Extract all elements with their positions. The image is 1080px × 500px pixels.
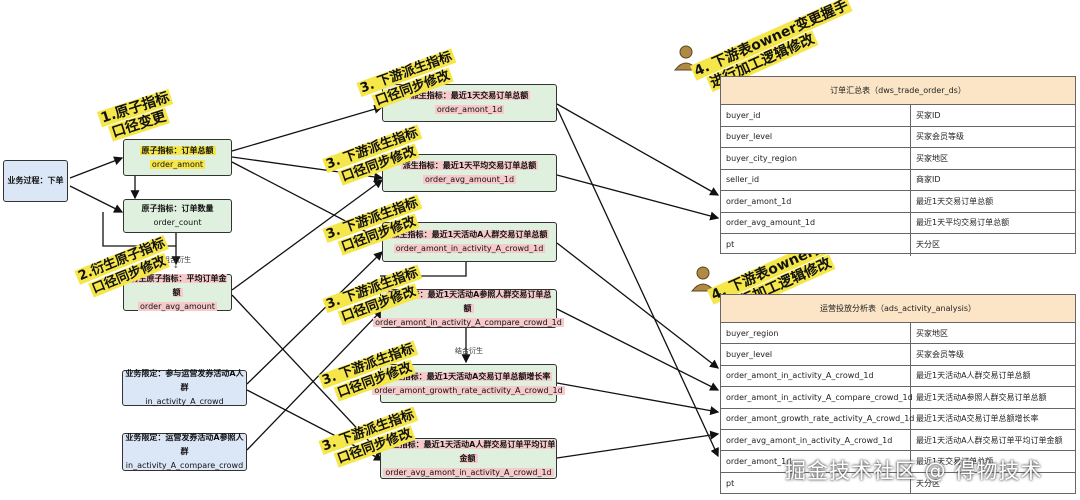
field-name-cell: buyer_region	[721, 323, 911, 344]
table-row: order_amont_in_activity_A_compare_crowd_…	[721, 387, 1075, 409]
field-name-cell: seller_id	[721, 169, 911, 190]
field-desc-cell: 买家会员等级	[916, 132, 964, 142]
node-code: in_activity_A_compare_crowd	[125, 461, 244, 470]
field-name-cell: buyer_id	[721, 105, 911, 126]
node-code: order_amont_growth_rate_activity_A_crowd…	[372, 385, 565, 395]
node-code: order_count	[153, 218, 202, 227]
node-code: order_amont_1d	[434, 105, 505, 114]
table-title: 运营投放分析表（ads_activity_analysis）	[721, 295, 1075, 323]
node-title: 派生指标：最近1天平均交易订单总额	[400, 161, 539, 170]
field-desc-cell: 买家会员等级	[916, 350, 964, 360]
combine-label-2: 结合衍生	[455, 347, 483, 355]
table-row: order_avg_amont_in_activity_A_crowd_1d 最近…	[721, 429, 1075, 452]
combine-arrow-glyph: ↓	[173, 262, 179, 270]
node-title: 派生指标：最近1天交易订单总额	[408, 91, 531, 100]
field-desc-cell: 最近1天交易订单总额	[916, 457, 994, 467]
derived-metric-d3-node: 派生指标：最近1天活动A人群交易订单总额 order_amont_in_acti…	[382, 222, 557, 262]
table-row: buyer_id 买家ID	[721, 105, 1075, 127]
node-title: 派生指标：最近1天活动A人群交易订单总额	[389, 230, 550, 239]
table-title: 订单汇总表（dws_trade_order_ds）	[721, 77, 1075, 105]
field-name-cell: buyer_city_region	[721, 148, 911, 169]
field-name-cell: buyer_level	[721, 344, 911, 365]
field-name-cell: order_amont_in_activity_A_compare_crowd_…	[721, 387, 913, 408]
table-row: order_amont_1d 最近1天交易订单总额	[721, 191, 1075, 213]
field-desc-cell: 买家地区	[916, 153, 948, 163]
atomic-metric-count-node: 原子指标：订单数量 order_count	[123, 199, 232, 233]
node-code: in_activity_A_crowd	[145, 397, 224, 406]
business-limit-compare-node: 业务限定：运营发券活动A参照人群 in_activity_A_compare_c…	[122, 433, 247, 471]
table-row: buyer_region 买家地区	[721, 323, 1075, 345]
field-desc-cell: 最近1天活动A参照人群交易订单总额	[916, 392, 1047, 402]
atomic-metric-amount-node: 原子指标：订单总额 order_amont	[123, 139, 232, 176]
node-title: 业务限定：参与运营发券活动A人群	[125, 369, 244, 392]
field-name-cell: pt	[721, 472, 911, 495]
field-desc-cell: 最近1天平均交易订单总额	[916, 218, 1010, 228]
table-row: seller_id 商家ID	[721, 169, 1075, 191]
node-title: 业务限定：运营发券活动A参照人群	[125, 433, 244, 456]
field-name-cell: order_avg_amount_1d	[721, 212, 911, 233]
table-row: order_amont_growth_rate_activity_A_crowd…	[721, 408, 1075, 430]
table-row: order_avg_amount_1d 最近1天平均交易订单总额	[721, 212, 1075, 234]
field-desc-cell: 最近1天活动A人群交易订单总额	[916, 371, 1031, 381]
business-process-node: 业务过程：下单	[3, 160, 68, 202]
business-limit-a-node: 业务限定：参与运营发券活动A人群 in_activity_A_crowd	[122, 369, 247, 406]
table-row: buyer_level 买家会员等级	[721, 126, 1075, 148]
derived-metric-d4-node: 派生指标：最近1天活动A参照人群交易订单总额 order_amont_in_ac…	[373, 289, 564, 328]
node-title: 原子指标：订单总额	[139, 145, 216, 155]
derived-atomic-metric-node: 衍生原子指标：平均订单金额 order_avg_amount	[123, 273, 232, 311]
field-name-cell: order_avg_amont_in_activity_A_crowd_1d	[721, 429, 911, 451]
field-name-cell: order_amont_growth_rate_activity_A_crowd…	[721, 408, 914, 429]
activity-analysis-table: 运营投放分析表（ads_activity_analysis） buyer_reg…	[720, 294, 1076, 495]
field-desc-cell: 最近1天活动A人群交易订单平均订单金额	[916, 435, 1063, 445]
field-name-cell: order_amont_1d	[721, 191, 911, 212]
node-code: order_avg_amont_in_activity_A_crowd_1d	[383, 467, 554, 477]
node-code: order_amont_in_activity_A_crowd_1d	[393, 244, 546, 253]
node-code: order_amont_in_activity_A_compare_crowd_…	[373, 317, 564, 327]
node-title: 派生指标：最近1天活动A交易订单总额增长率	[384, 371, 553, 381]
table-row: order_amont_in_activity_A_crowd_1d 最近1天活动…	[721, 365, 1075, 388]
field-desc-cell: 天分区	[916, 478, 940, 488]
table-row: pt 天分区	[721, 472, 1075, 495]
field-name-cell: buyer_level	[721, 126, 911, 147]
node-title: 原子指标：订单数量	[141, 204, 214, 213]
table-row: buyer_city_region 买家地区	[721, 148, 1075, 170]
table-row: buyer_level 买家会员等级	[721, 344, 1075, 366]
node-title: 业务过程：下单	[7, 176, 64, 185]
field-desc-cell: 买家ID	[916, 110, 941, 120]
field-desc-cell: 最近1天交易订单总额	[916, 196, 994, 206]
table-row: order_amont_1d 最近1天交易订单总额	[721, 451, 1075, 473]
combine-label: 组合衍生	[163, 256, 191, 264]
node-code: order_avg_amount	[138, 301, 217, 311]
derived-metric-d6-node: 派生指标：最近1天活动A人群交易订单平均订单金额 order_avg_amont…	[380, 438, 557, 479]
field-desc-cell: 商家ID	[916, 175, 941, 185]
field-name-cell: order_amont_1d	[721, 451, 911, 472]
field-name-cell: order_amont_in_activity_A_crowd_1d	[721, 365, 911, 387]
field-desc-cell: 最近1天活动A交易订单总额增长率	[916, 414, 1039, 424]
field-name-cell: pt	[721, 234, 911, 256]
derived-metric-d2-node: 派生指标：最近1天平均交易订单总额 order_avg_amount_1d	[382, 154, 557, 192]
node-code: order_amont	[149, 159, 206, 169]
watermark: 掘金技术社区 @ 得物技术	[785, 459, 1043, 483]
table-row: pt 天分区	[721, 234, 1075, 256]
field-desc-cell: 买家地区	[916, 328, 948, 338]
field-desc-cell: 天分区	[916, 240, 940, 250]
node-code: order_avg_amount_1d	[422, 175, 517, 184]
